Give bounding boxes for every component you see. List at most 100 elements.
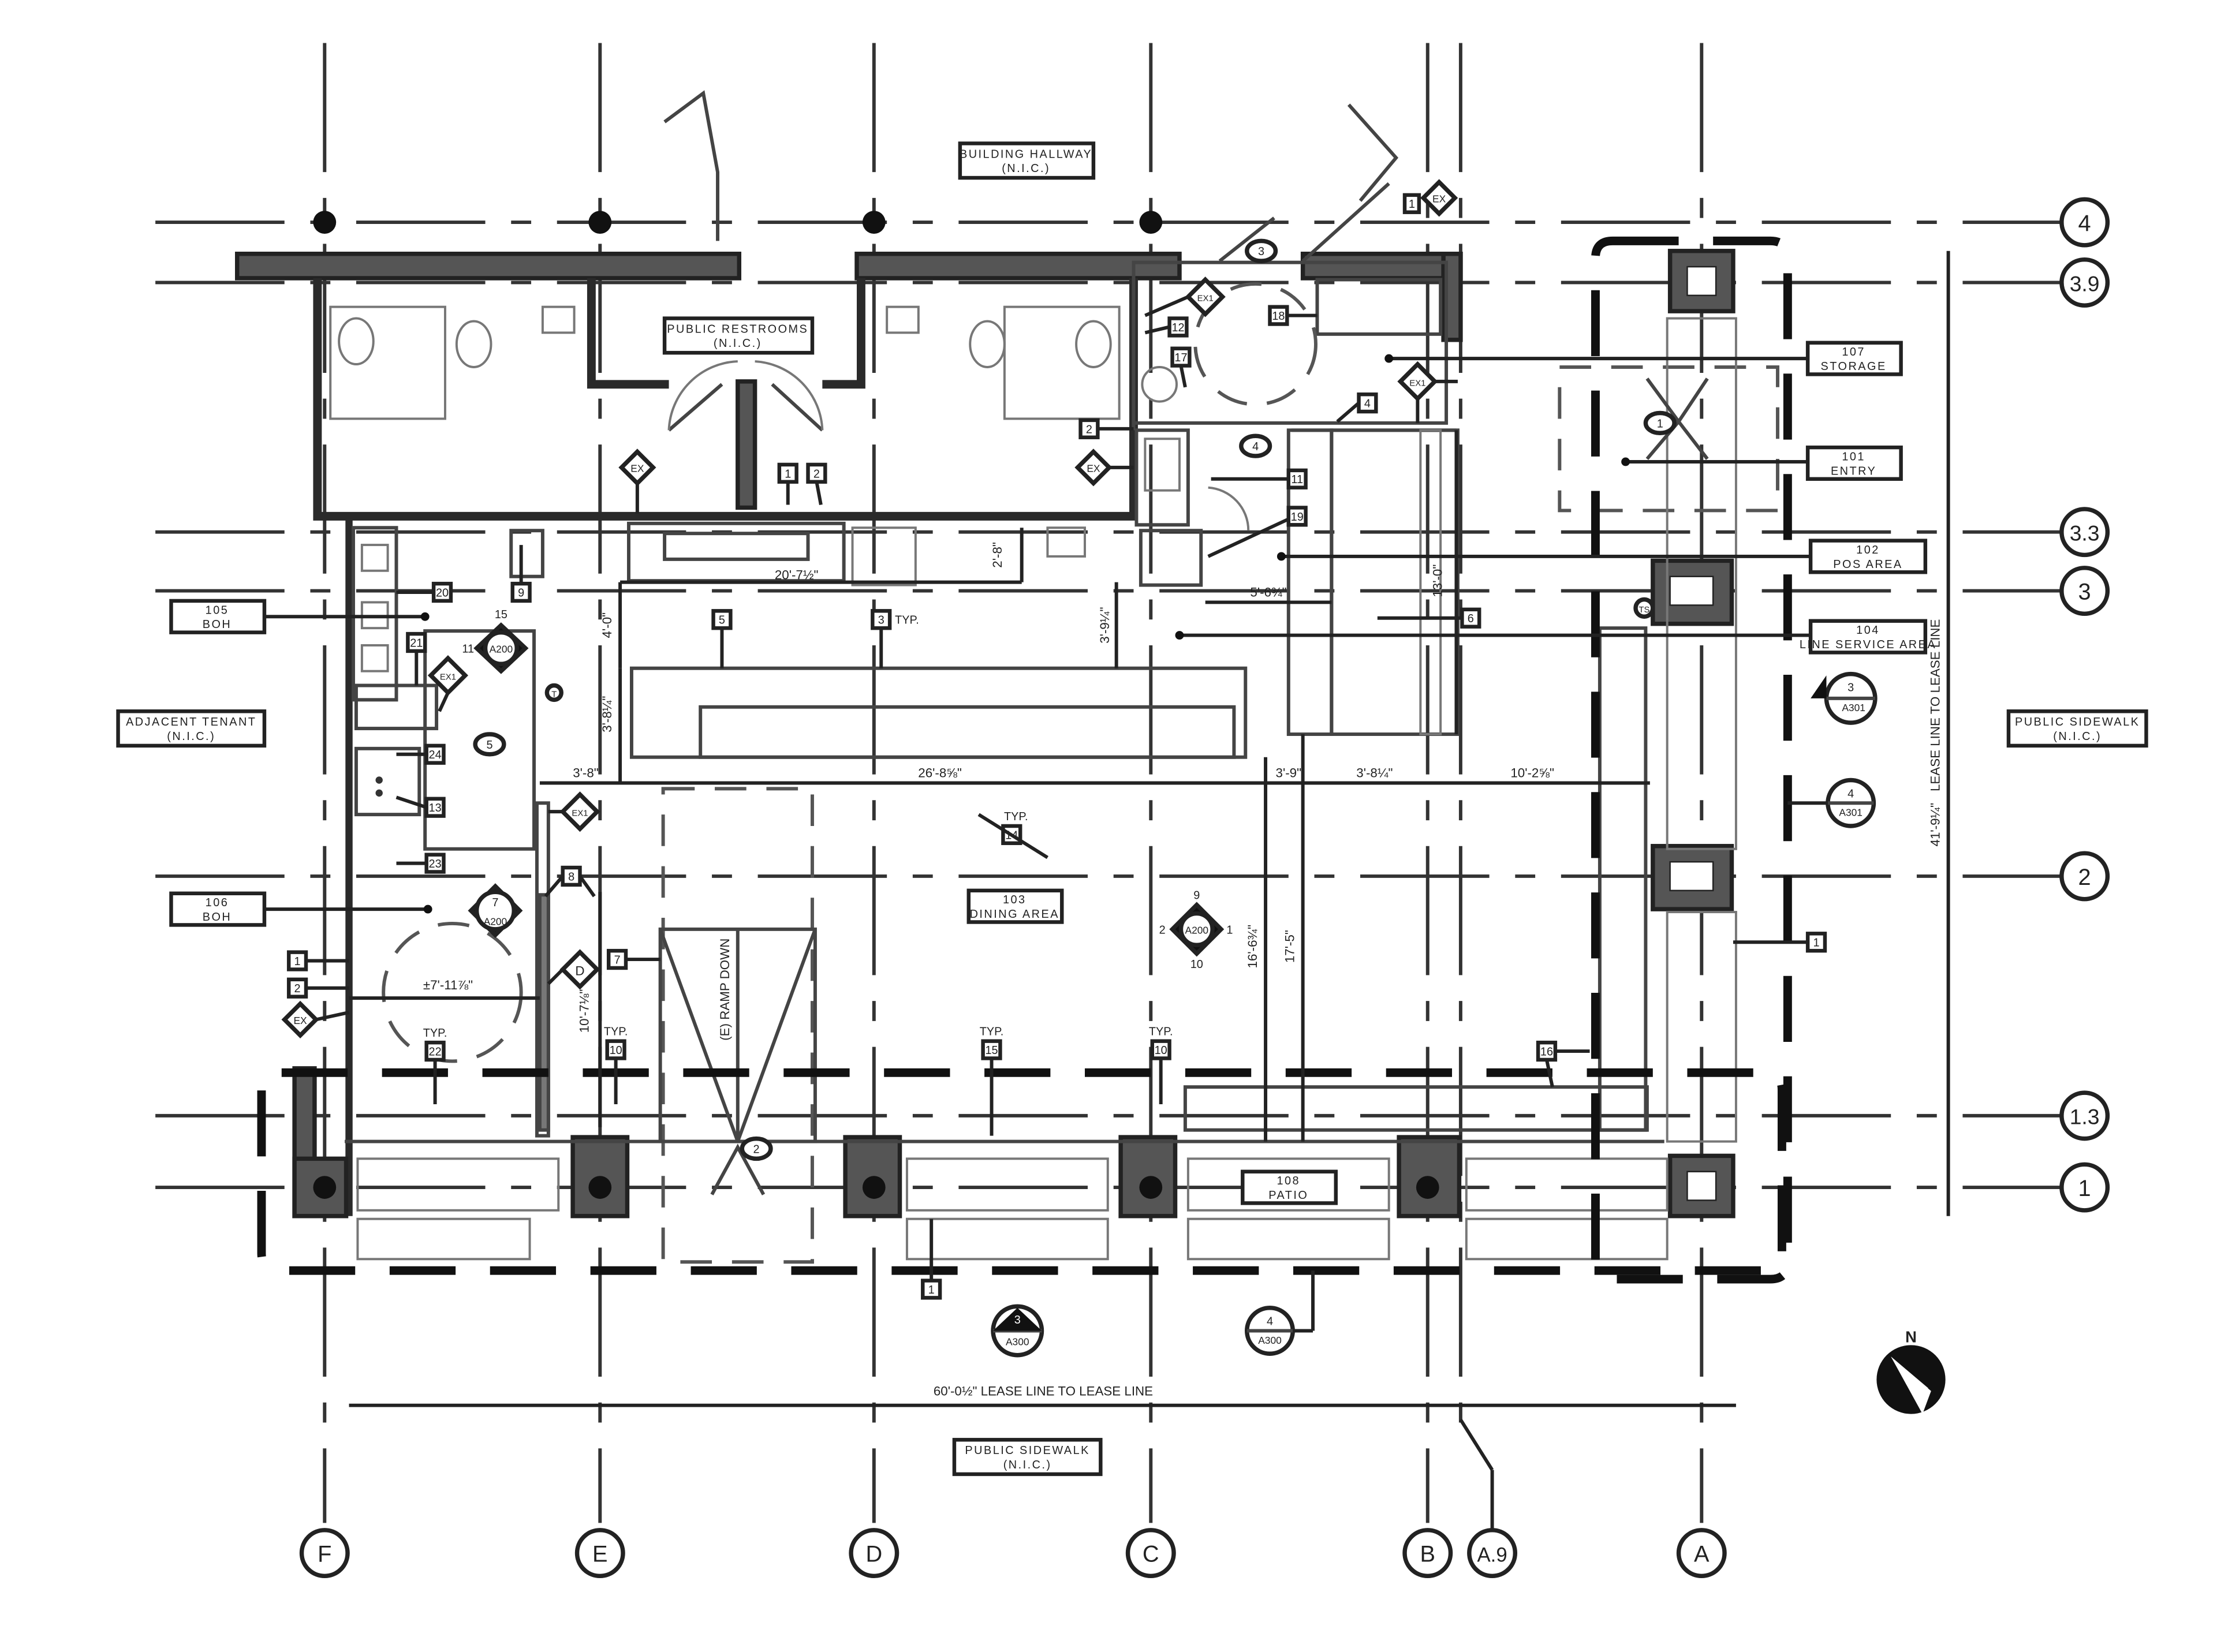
keynote-tag[interactable]: 7 — [606, 948, 660, 970]
grid-bubble-column[interactable]: B — [1402, 1528, 1453, 1579]
keynote-tag[interactable]: 2 — [806, 462, 827, 506]
svg-text:3'-9": 3'-9" — [1276, 766, 1302, 780]
svg-text:A301: A301 — [1839, 807, 1863, 818]
svg-text:5: 5 — [719, 614, 725, 627]
keynote-tag[interactable]: 1 — [1402, 193, 1421, 214]
hardware-d-tag[interactable]: D — [547, 949, 600, 990]
door-tag[interactable]: 4 — [1239, 433, 1272, 458]
keynote-tag[interactable]: 23 — [396, 853, 446, 874]
keynote-tag[interactable]: 11 — [1211, 468, 1308, 489]
keynote-tag[interactable]: 10 TYP. — [604, 1026, 628, 1104]
svg-text:3: 3 — [1014, 1314, 1021, 1326]
svg-text:2: 2 — [294, 982, 301, 995]
keynote-tag[interactable]: 4 — [1336, 392, 1378, 423]
keynote-tag[interactable]: 17 — [1170, 346, 1192, 388]
svg-text:EX1: EX1 — [572, 809, 588, 818]
keynote-tag[interactable]: 19 — [1207, 506, 1308, 558]
keynote-tag[interactable]: 15 TYP. — [980, 1026, 1004, 1136]
section-marks[interactable]: 3 A301 4 A301 3 A300 4 A300 — [991, 671, 1878, 1358]
svg-text:15: 15 — [985, 1044, 998, 1057]
svg-text:9: 9 — [518, 587, 524, 600]
grid-bubble-column[interactable]: A — [1676, 1528, 1727, 1579]
svg-text:19: 19 — [1291, 511, 1304, 524]
grid-bubble-row[interactable]: 3.9 — [2059, 257, 2110, 308]
keynote-tag[interactable]: 1 — [286, 950, 349, 971]
grid-bubbles-columns[interactable]: F E D C B A.9 A — [299, 1418, 1727, 1579]
grid-bubble-column[interactable]: D — [849, 1528, 900, 1579]
svg-text:104: 104 — [1856, 624, 1880, 637]
ex1-tag[interactable]: EX1 — [1397, 361, 1458, 423]
svg-text:22: 22 — [429, 1046, 442, 1059]
section-mark[interactable]: 3 A300 — [991, 1304, 1044, 1358]
svg-text:3: 3 — [1258, 245, 1264, 258]
grid-bubble-row[interactable]: 4 — [2059, 197, 2110, 248]
ex1-tag[interactable]: EX1 — [1144, 276, 1226, 317]
keynote-tag[interactable]: 9 — [510, 545, 532, 603]
grid-bubble-row[interactable]: 3.3 — [2059, 507, 2110, 558]
ex-tag[interactable]: EX — [281, 1000, 350, 1038]
existing-condition-tags[interactable]: EX EX EX EX EX1 EX1 EX1 EX1 D — [281, 179, 1458, 1038]
ex-tag[interactable]: EX — [1074, 448, 1134, 487]
svg-text:1: 1 — [294, 955, 301, 968]
door-tag[interactable]: 3 — [1245, 238, 1278, 263]
grid-bubble-column[interactable]: A.9 — [1459, 1418, 1518, 1579]
ex-tag[interactable]: EX — [1420, 179, 1458, 217]
keynote-tag[interactable]: 13 — [395, 795, 446, 818]
door-tag[interactable]: 5 — [473, 732, 506, 757]
grid-bubble-row[interactable]: 3 — [2059, 566, 2110, 616]
keynote-tag[interactable]: 6 — [1377, 607, 1481, 629]
svg-text:C: C — [1143, 1541, 1159, 1567]
section-mark[interactable]: 4 A300 — [1245, 1270, 1315, 1356]
keynote-tag[interactable]: 18 — [1268, 305, 1317, 326]
keynote-tag[interactable]: 2 — [286, 977, 349, 999]
keynote-tag[interactable]: 2 — [1078, 418, 1134, 439]
keynote-tag[interactable]: 16 — [1536, 1040, 1590, 1087]
grid-bubble-row[interactable]: 1 — [2059, 1162, 2110, 1213]
keynote-tag[interactable]: 1 — [921, 1219, 942, 1300]
ex-tag[interactable]: EX — [618, 448, 656, 514]
elevation-mark[interactable]: A200 11 15 — [462, 608, 529, 674]
keynote-tag[interactable]: 5 — [711, 609, 733, 668]
door-tag[interactable]: 1 — [1643, 410, 1677, 436]
svg-text:10: 10 — [610, 1044, 622, 1057]
keynote-tag[interactable]: 20 — [396, 581, 453, 603]
keynote-tag[interactable]: 24 — [396, 743, 446, 765]
grid-bubble-row[interactable]: 1.3 — [2059, 1090, 2110, 1141]
svg-text:102: 102 — [1856, 544, 1880, 556]
door-tags[interactable]: 1 2 3 4 5 — [473, 238, 1677, 1161]
door-tag[interactable]: 2 — [740, 1136, 773, 1161]
ex1-tag[interactable]: EX1 — [548, 791, 600, 832]
svg-text:3'-8¼": 3'-8¼" — [1356, 766, 1393, 780]
north-arrow-icon: N — [1876, 1328, 1946, 1414]
svg-text:TYP.: TYP. — [604, 1026, 628, 1038]
svg-text:60'-0½" LEASE LINE TO LEASE LI: 60'-0½" LEASE LINE TO LEASE LINE — [934, 1384, 1153, 1398]
svg-text:3: 3 — [878, 614, 884, 627]
grid-bubble-row[interactable]: 2 — [2059, 851, 2110, 902]
svg-text:TYP.: TYP. — [980, 1026, 1004, 1038]
svg-text:1: 1 — [2078, 1176, 2091, 1201]
keynote-tag[interactable]: 8 — [544, 865, 596, 898]
keynote-tag[interactable]: 21 — [406, 631, 427, 686]
elevation-marks[interactable]: A200 11 15 7 A200 A200 2 9 1 10 — [462, 608, 1233, 971]
section-mark[interactable]: 3 A301 — [1811, 671, 1878, 725]
elevation-mark[interactable]: A200 2 9 1 10 — [1159, 889, 1233, 971]
keynote-tag[interactable]: 1 — [777, 462, 798, 505]
grid-bubble-column[interactable]: F — [299, 1528, 350, 1579]
svg-text:20'-7½": 20'-7½" — [775, 568, 819, 582]
section-mark[interactable]: 4 A301 — [1787, 778, 1876, 828]
ts-tag: TS — [1633, 597, 1655, 619]
keynote-tag[interactable]: 12 — [1144, 316, 1189, 338]
elevation-mark[interactable]: 7 A200 — [468, 883, 523, 939]
grid-bubble-column[interactable]: E — [574, 1528, 625, 1579]
grid-bubbles-rows[interactable]: 4 3.9 3.3 3 2 1.3 1 — [2059, 197, 2110, 1213]
ex1-tag[interactable]: EX1 — [427, 655, 469, 712]
grid-bubble-column[interactable]: C — [1125, 1528, 1176, 1579]
keynote-tag[interactable]: 1 — [1733, 932, 1827, 953]
